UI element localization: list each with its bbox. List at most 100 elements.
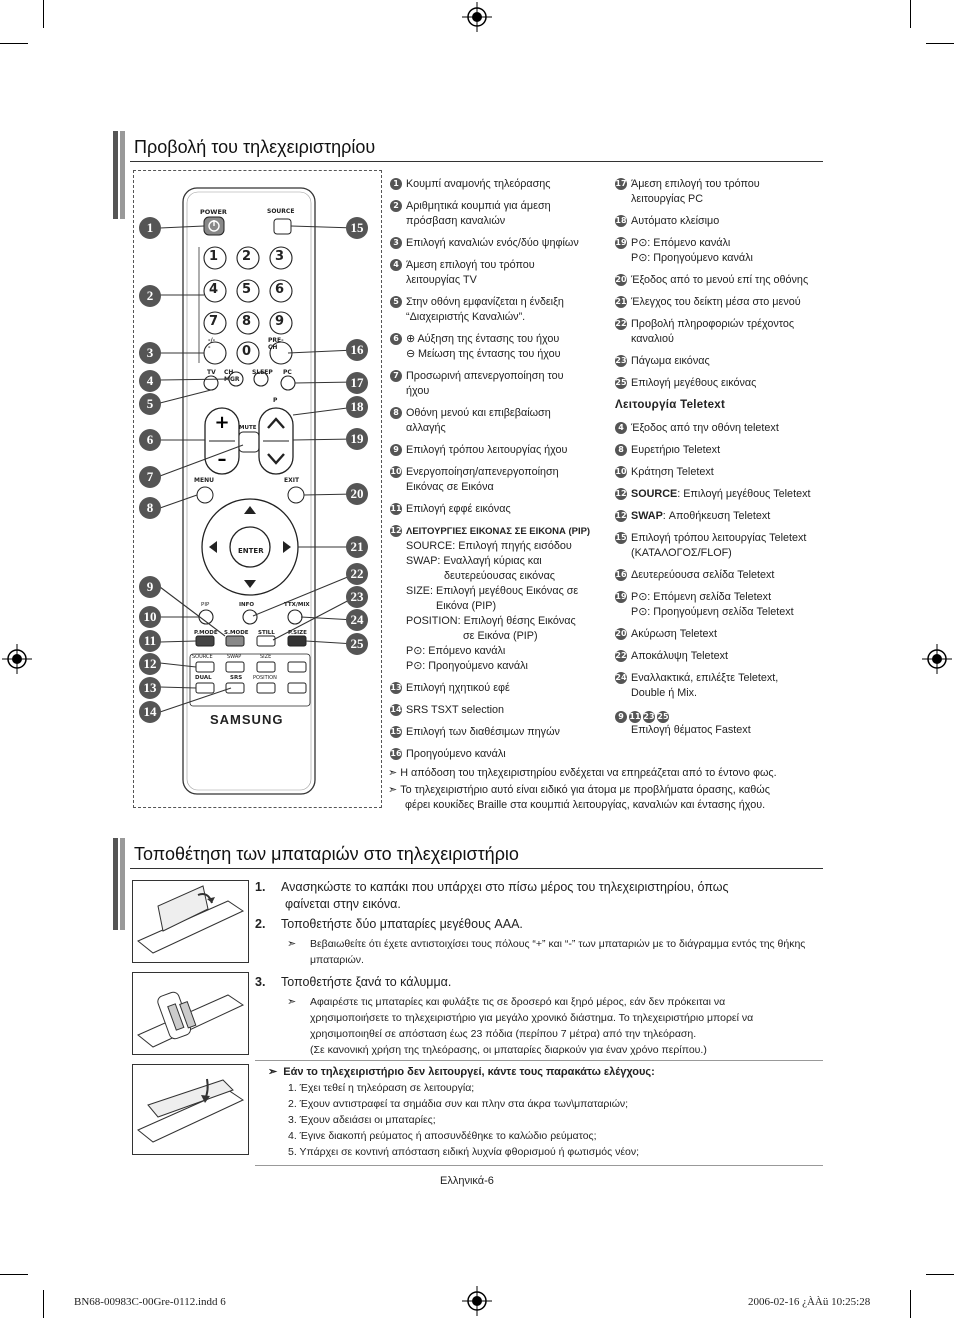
legend-text: : Αποθήκευση Teletext [662, 510, 771, 522]
remote-callout: 15 [346, 217, 368, 239]
legend-number: 25 [615, 377, 627, 389]
pip-line: σε Εικόνα (PIP) [463, 630, 538, 642]
remote-ttxmix-label: TTX/MIX [284, 602, 310, 608]
section-bar [113, 838, 118, 930]
remote-chmgr-label: CH MGR [224, 369, 240, 383]
remote-digit-label: 4 [209, 282, 219, 297]
legend-text-line2: P⊙: Προηγούμενο κανάλι [631, 252, 753, 264]
footer-file: BN68-00983C-00Gre-0112.indd 6 [74, 1296, 226, 1308]
legend-number: 19 [615, 237, 627, 249]
legend-text: Επιλογή εφφέ εικόνας [406, 503, 511, 515]
legend-number: 24 [615, 672, 627, 684]
section-bar [113, 131, 118, 219]
remote-callout: 12 [139, 653, 161, 675]
remote-size-label: SIZE [260, 654, 272, 660]
remote-note-2: ➣Το τηλεχειριστήριο αυτό είναι ειδικό γι… [388, 783, 828, 813]
pip-title: ΛΕΙΤΟΥΡΓΙΕΣ ΕΙΚΟΝΑΣ ΣΕ ΕΙΚΟΝΑ (PIP) [406, 526, 591, 537]
pip-line: POSITION: Επιλογή θέσης Εικόνας [406, 615, 576, 627]
remote-callout: 1 [139, 217, 161, 239]
remote-callout: 6 [139, 429, 161, 451]
note-arrow-icon: ➣ [388, 784, 398, 796]
legend-number: 16 [390, 748, 402, 760]
legend-text: Επιλογή καναλιών ενός/δύο ψηφίων [406, 237, 579, 249]
svg-text:–: – [218, 449, 227, 470]
legend-text-line2: (ΚΑΤΑΛΟΓΟΣ/FLOF) [631, 547, 732, 559]
remote-position-label: POSITION [253, 675, 277, 681]
legend-item: 8 Ευρετήριο Teletext [615, 443, 825, 458]
legend-text: Αυτόματο κλείσιμο [631, 215, 720, 227]
battery-step-1-illustration [132, 880, 249, 963]
remote-digit-label: 6 [275, 282, 285, 297]
remote-digit-label: 8 [242, 314, 252, 329]
legend-text: ⊕ Αύξηση της έντασης του ήχου [406, 333, 560, 345]
legend-number: 8 [615, 444, 627, 456]
remote-digit-label: 0 [242, 344, 252, 359]
remote-prech-label: PRE-CH [268, 337, 284, 351]
legend-text: Κουμπί αναμονής τηλεόρασης [406, 178, 551, 190]
battery-step: 1.Ανασηκώστε το καπάκι που υπάρχει στο π… [255, 879, 825, 913]
legend-number: 19 [615, 591, 627, 603]
remote-callout: 2 [139, 285, 161, 307]
legend-text: Δευτερεύουσα σελίδα Teletext [631, 569, 775, 581]
legend-number: 18 [615, 215, 627, 227]
troubleshoot-box: ➣ Εάν το τηλεχειριστήριο δεν λειτουργεί,… [268, 1064, 824, 1160]
legend-number: 25 [657, 711, 669, 723]
legend-number: 15 [615, 532, 627, 544]
legend-text: Πάγωμα εικόνας [631, 355, 710, 367]
legend-bold: SOURCE [631, 488, 678, 500]
troubleshoot-item: 4. Έγινε διακοπή ρεύματος ή αποσυνδέθηκε… [288, 1130, 597, 1142]
legend-number: 9 [615, 711, 627, 723]
battery-step-3-illustration [132, 1064, 249, 1155]
check-rule [255, 1060, 823, 1061]
legend-number: 20 [615, 274, 627, 286]
legend-number: 5 [390, 296, 402, 308]
remote-callout: 20 [346, 483, 368, 505]
note-arrow-icon: ➣ [388, 767, 398, 779]
section-rule [130, 868, 823, 869]
remote-tv-label: TV [207, 369, 216, 376]
legend-number: 23 [615, 355, 627, 367]
crop-mark [926, 43, 954, 44]
legend-text: Στην οθόνη εμφανίζεται η ένδειξη [406, 296, 564, 308]
legend-text: Κράτηση Teletext [631, 466, 714, 478]
registration-mark-icon [462, 1286, 492, 1316]
remote-still-label: STILL [258, 630, 275, 636]
remote-psize-label: P.SIZE [288, 630, 307, 636]
legend-text: Έξοδος από την οθόνη teletext [631, 422, 779, 434]
remote-enter-label: ENTER [238, 547, 264, 555]
registration-mark-icon [462, 2, 492, 32]
legend-number: 8 [390, 407, 402, 419]
troubleshoot-items: 1. Έχει τεθεί η τηλεόραση σε λειτουργία;… [268, 1080, 824, 1160]
legend-text-line2: λειτουργίας TV [406, 274, 477, 286]
legend-text: Ευρετήριο Teletext [631, 444, 721, 456]
section-rule [130, 161, 823, 162]
legend-text-line2: πρόσβαση καναλιών [406, 215, 506, 227]
page-label: Ελληνικά-6 [440, 1175, 494, 1187]
battery-step-2-illustration [132, 972, 249, 1055]
pip-line: P⊙: Επόμενο κανάλι [406, 645, 506, 657]
remote-callout: 21 [346, 536, 368, 558]
remote-smode-label: S.MODE [224, 630, 249, 636]
legend-number: 2 [390, 200, 402, 212]
step-note-line: Βεβαιωθείτε ότι έχετε αντιστοιχίσει τους… [310, 938, 806, 950]
step-text: Ανασηκώστε το καπάκι που υπάρχει στο πίσ… [281, 880, 729, 894]
remote-callout: 8 [139, 497, 161, 519]
pip-line: Εικόνα (PIP) [436, 600, 497, 612]
legend-text: Ενεργοποίηση/απενεργοποίηση [406, 466, 559, 478]
remote-swap-label: SWAP [227, 654, 242, 660]
remote-callout: 16 [346, 339, 368, 361]
